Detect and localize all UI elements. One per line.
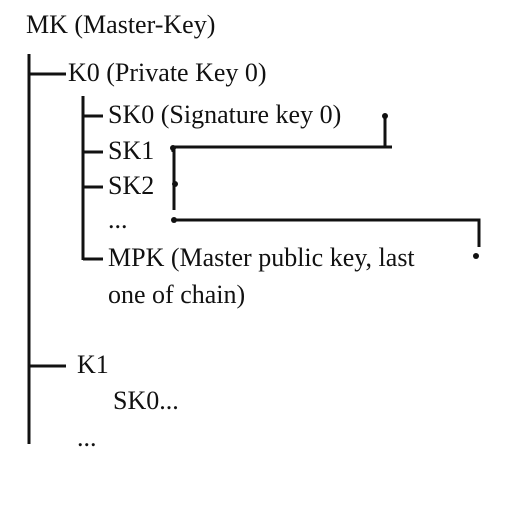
node-private-key-0: K0 (Private Key 0): [68, 58, 267, 87]
chain-dot-ellipsis: [171, 217, 177, 223]
node-master-public-key-continued: one of chain): [108, 280, 246, 309]
node-signature-key-1: SK1: [108, 136, 155, 165]
node-signature-key-2: SK2: [108, 171, 155, 200]
chain-link-ellipsis-mpk: [174, 218, 481, 247]
chain-dot-sk1: [170, 145, 176, 151]
node-master-public-key: MPK (Master public key, last: [108, 243, 415, 272]
node-private-key-1: K1: [77, 350, 109, 379]
node-ellipsis-root: ...: [77, 423, 97, 452]
chain-dot-mpk: [473, 253, 479, 259]
node-master-key: MK (Master-Key): [26, 10, 216, 39]
node-ellipsis-k0: ...: [108, 205, 128, 234]
node-k1-signature-key-0: SK0...: [113, 386, 179, 415]
chain-dot-sk0: [382, 113, 388, 119]
chain-dot-sk2: [172, 181, 178, 187]
node-signature-key-0: SK0 (Signature key 0): [108, 100, 342, 129]
